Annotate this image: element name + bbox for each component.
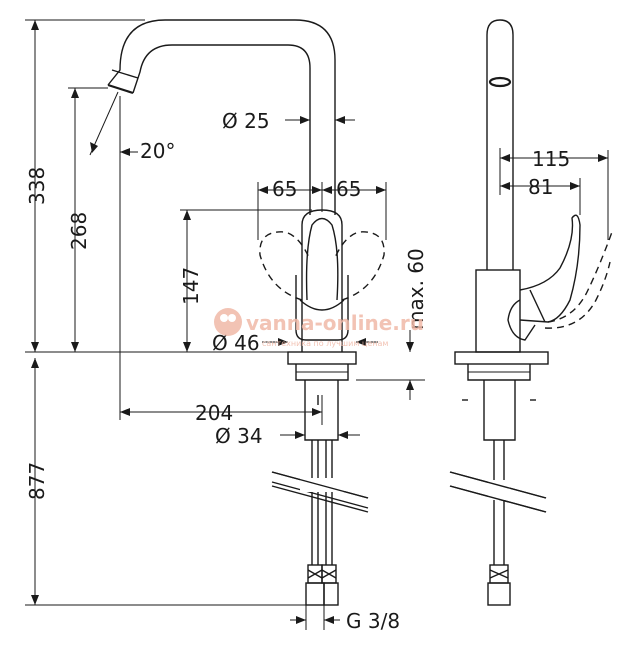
side-body xyxy=(475,269,521,353)
handle-swing-left xyxy=(259,231,311,301)
side-handle xyxy=(519,214,581,323)
watermark-text: vanna-online.ru xyxy=(246,311,424,335)
dim-side-handle: 81 xyxy=(528,175,553,199)
dim-handle-right: 65 xyxy=(336,177,361,201)
dim-spout-diameter: Ø 25 xyxy=(222,109,270,133)
spout-tip xyxy=(107,83,134,95)
side-base-plate xyxy=(454,351,549,365)
watermark-subtitle: сантехника по лучшим ценам xyxy=(262,339,388,348)
dim-below-height: 877 xyxy=(25,462,49,500)
side-view xyxy=(449,19,613,606)
dim-height-spout: 268 xyxy=(67,212,91,250)
dim-shank-diameter: Ø 34 xyxy=(215,424,263,448)
supply-hoses xyxy=(271,440,369,606)
side-spout xyxy=(486,19,514,270)
spout-inner-outline xyxy=(132,44,311,215)
dim-handle-height: 147 xyxy=(179,267,203,305)
dim-connection: G 3/8 xyxy=(346,609,400,633)
side-handle-swing xyxy=(547,231,613,323)
side-shank xyxy=(483,380,516,441)
handle-lever xyxy=(305,217,339,301)
dim-reach: 204 xyxy=(195,401,233,425)
dim-max-thickness: max. 60 xyxy=(404,248,428,330)
dim-spout-angle: 20° xyxy=(140,139,175,163)
dim-base-diameter: Ø 46 xyxy=(212,331,260,355)
spout-outer-outline xyxy=(107,19,336,215)
dim-side-reach: 115 xyxy=(532,147,570,171)
front-dimensions: 338 877 268 20° Ø 25 65 xyxy=(25,19,428,633)
base-plate xyxy=(287,351,357,365)
dim-height-total: 338 xyxy=(25,167,49,205)
watermark: vanna-online.ru сантехника по лучшим цен… xyxy=(214,308,424,348)
side-dimensions: 115 81 xyxy=(499,147,609,240)
handle-swing-right xyxy=(333,231,385,301)
dim-handle-left: 65 xyxy=(272,177,297,201)
mounting-shank xyxy=(304,380,339,441)
